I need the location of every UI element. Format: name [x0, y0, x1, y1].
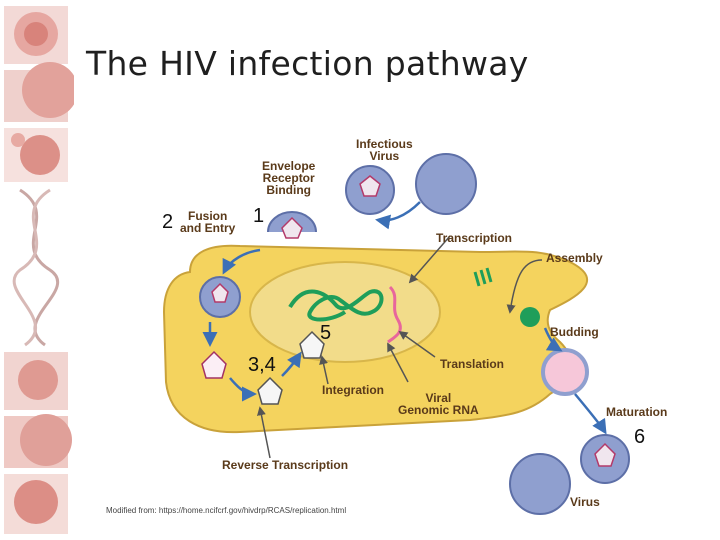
arrow-to-assembly — [506, 259, 543, 314]
label-fusion-and-entry: Fusion and Entry — [180, 209, 236, 235]
viral-rna-strand — [387, 285, 402, 344]
released-virus — [509, 453, 571, 515]
arrow-binding — [375, 201, 421, 230]
virus-thumbnail-4 — [4, 352, 68, 410]
virus-thumbnail-5 — [4, 414, 72, 468]
arrow-import — [281, 351, 302, 377]
arrow-translation — [398, 330, 436, 358]
slide-title: The HIV infection pathway — [86, 44, 529, 83]
capsid-core — [211, 282, 229, 303]
assembling-proteins — [473, 267, 493, 287]
uncoated-capsid — [201, 350, 227, 379]
step-number-6: 6 — [634, 426, 646, 448]
decorative-image-strip — [0, 0, 74, 540]
arrow-rt — [229, 377, 257, 402]
label-reverse-transcription: Reverse Transcription — [222, 458, 349, 472]
label-integration: Integration — [322, 383, 384, 397]
label-viral-genomic-rna: Viral Genomic RNA — [398, 391, 479, 417]
arrow-integration — [319, 355, 329, 385]
label-transcription: Transcription — [436, 231, 513, 245]
arrow-transcription — [408, 235, 451, 284]
budding-virion — [541, 348, 589, 396]
label-envelope-receptor-binding: Envelope Receptor Binding — [262, 159, 316, 197]
virus-thumbnail-2 — [4, 62, 74, 122]
arrow-genomic-rna — [387, 342, 409, 383]
capsid-core — [359, 175, 381, 197]
arrow-reverse-transcription — [256, 406, 271, 459]
preintegration-complex — [299, 330, 325, 359]
virus-thumbnail-1 — [4, 6, 68, 64]
infectious-virus-particle — [415, 153, 477, 215]
label-translation: Translation — [440, 357, 505, 371]
label-budding: Budding — [550, 325, 599, 339]
mature-capsid-core — [594, 442, 616, 467]
label-virus: Virus — [570, 495, 600, 509]
label-infectious-virus: Infectious Virus — [356, 137, 413, 163]
capsid-core — [281, 216, 303, 239]
virus-thumbnail-3 — [4, 128, 68, 182]
reverse-transcribing-capsid — [257, 376, 283, 405]
step-number-3-4: 3,4 — [248, 354, 276, 376]
dna-helix-thumbnail — [12, 188, 59, 347]
arrow-maturation — [574, 393, 607, 435]
step-number-1: 1 — [253, 205, 265, 227]
step-number-5: 5 — [320, 322, 332, 344]
source-citation: Modified from: https://home.ncifcrf.gov/… — [106, 506, 347, 515]
arrow-entry — [222, 248, 261, 275]
step-number-2: 2 — [162, 211, 174, 233]
budding-site — [520, 307, 540, 327]
hiv-lifecycle-diagram — [162, 153, 630, 515]
host-dna-strand — [288, 289, 384, 322]
arrow-budding — [543, 327, 563, 352]
label-maturation: Maturation — [606, 405, 668, 419]
label-assembly: Assembly — [546, 251, 603, 265]
virus-thumbnail-6 — [4, 474, 68, 534]
